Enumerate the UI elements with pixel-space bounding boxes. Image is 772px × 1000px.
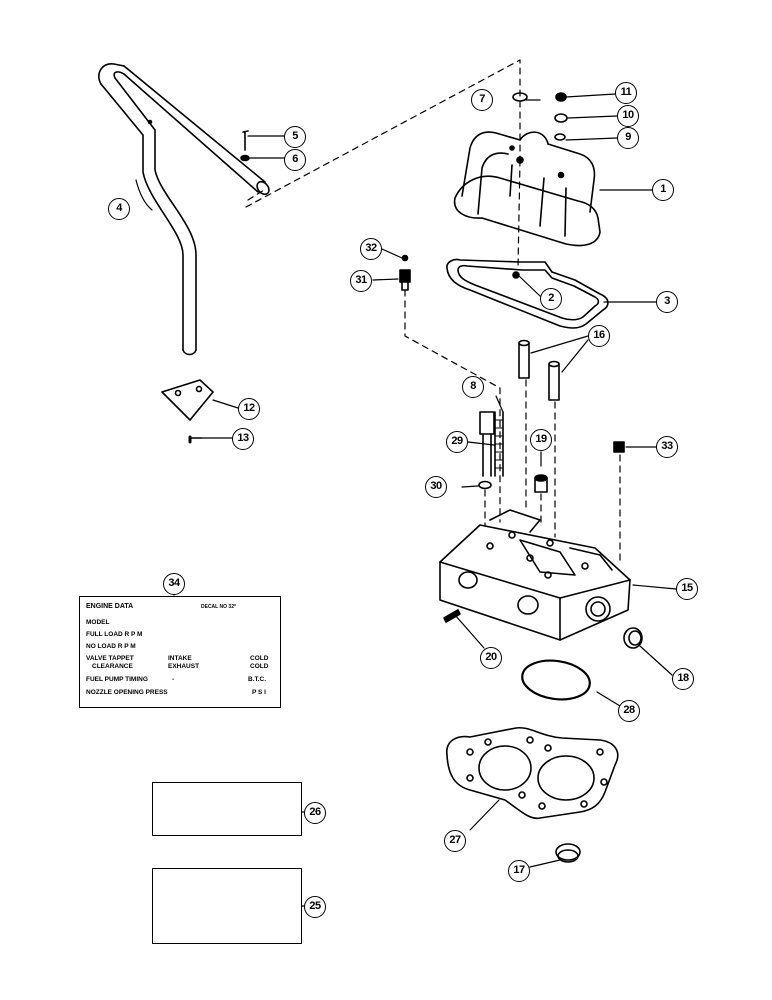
decal-no-load: NO LOAD R P M	[86, 643, 136, 650]
callout-28: 28	[618, 700, 640, 722]
decal-clearance: CLEARANCE	[92, 663, 133, 670]
callout-13: 13	[232, 428, 254, 450]
callout-8: 8	[462, 376, 484, 398]
callout-5: 5	[284, 126, 306, 148]
callout-3: 3	[656, 291, 678, 313]
callout-1: 1	[652, 179, 674, 201]
dowel-16a	[518, 339, 530, 379]
screw-13	[188, 435, 203, 444]
bracket	[161, 379, 214, 421]
sleeve-19	[534, 474, 548, 493]
plug-33	[613, 441, 625, 453]
callout-34: 34	[163, 573, 185, 595]
washer-30	[478, 480, 492, 490]
decal-intake: INTAKE	[168, 655, 192, 662]
callout-6: 6	[284, 149, 306, 171]
decal-valve-tappet: VALVE TAPPET	[86, 655, 134, 662]
seal-18	[623, 627, 643, 649]
engine-data-decal: ENGINE DATA DECAL NO 32* MODEL FULL LOAD…	[79, 596, 281, 708]
washer-6	[240, 154, 250, 162]
kit-26-card	[152, 782, 302, 836]
callout-17: 17	[508, 860, 530, 882]
decal-cold-1: COLD	[250, 655, 269, 662]
callout-26: 26	[304, 802, 326, 824]
decal-psi: P S I	[252, 689, 266, 696]
decal-cold-2: COLD	[250, 663, 269, 670]
o-ring-28	[521, 659, 591, 701]
decal-fuel-pump: FUEL PUMP TIMING	[86, 676, 148, 683]
plug-20	[443, 609, 461, 623]
callout-10: 10	[617, 105, 639, 127]
rocker-cover	[453, 131, 601, 247]
bolt-29	[479, 411, 495, 477]
callout-33: 33	[656, 436, 678, 458]
callout-20: 20	[480, 647, 502, 669]
callout-32: 32	[360, 238, 382, 260]
callout-19: 19	[530, 429, 552, 451]
callout-29: 29	[446, 431, 468, 453]
decal-btc: B.T.C.	[248, 676, 267, 683]
breather-tube	[98, 63, 270, 356]
callout-31: 31	[350, 270, 372, 292]
washer-10	[554, 113, 568, 123]
kit-25-card	[152, 868, 302, 944]
callout-15: 15	[676, 578, 698, 600]
callout-25: 25	[304, 896, 326, 918]
callout-9: 9	[617, 127, 639, 149]
callout-12: 12	[238, 398, 260, 420]
callout-4: 4	[108, 198, 130, 220]
cylinder-head	[439, 509, 631, 641]
head-gasket	[446, 726, 619, 820]
decal-model: MODEL	[86, 619, 110, 626]
bolt-5	[242, 130, 249, 151]
ring-17	[555, 843, 581, 863]
callout-7: 7	[471, 89, 493, 111]
cover-gasket	[446, 258, 609, 329]
ball-32	[401, 254, 409, 262]
decal-nozzle: NOZZLE OPENING PRESS	[86, 689, 168, 696]
dowel-16b	[548, 360, 560, 401]
callout-30: 30	[425, 476, 447, 498]
stud-8	[494, 411, 504, 477]
callout-27: 27	[444, 830, 466, 852]
callout-11: 11	[615, 82, 637, 104]
nut-11	[555, 92, 567, 102]
decal-fuel-dash: -	[172, 676, 175, 683]
fitting-31	[399, 269, 411, 291]
nut-2	[512, 271, 520, 279]
decal-number: DECAL NO 32*	[201, 604, 236, 610]
decal-exhaust: EXHAUST	[168, 663, 200, 670]
callout-18: 18	[672, 668, 694, 690]
decal-full-load: FULL LOAD R P M	[86, 631, 143, 638]
washer-9	[554, 133, 566, 141]
callout-16: 16	[588, 325, 610, 347]
decal-title: ENGINE DATA	[86, 603, 134, 610]
callout-2: 2	[540, 288, 562, 310]
